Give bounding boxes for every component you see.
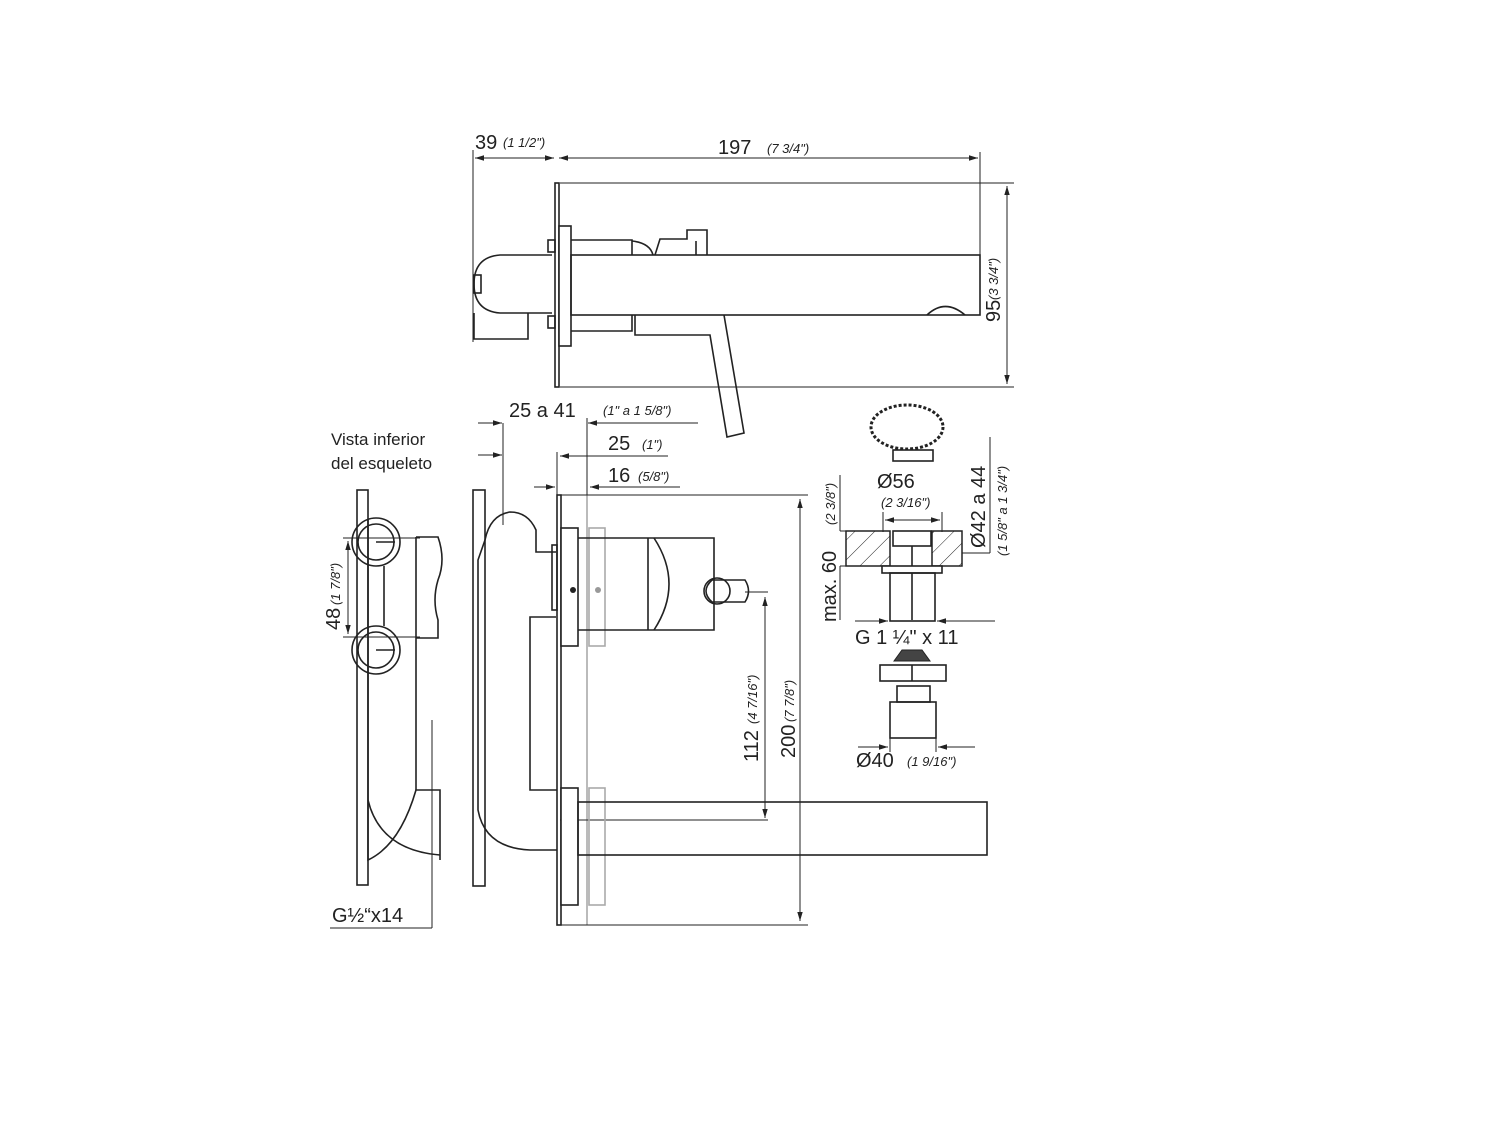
- nut-cap: [893, 649, 931, 662]
- dim-hole-imperial: (1 5/8" a 1 3/4"): [995, 466, 1010, 556]
- dim-25a41-imperial: (1" a 1 5/8"): [603, 403, 672, 418]
- drain-body: [889, 572, 936, 622]
- dim-39-value: 39: [475, 132, 497, 154]
- mounting-strip-side: [472, 489, 486, 887]
- dim-56-value: Ø56: [877, 471, 915, 493]
- dim-56-imperial: (2 3/16"): [881, 495, 930, 510]
- dim-48-imperial: (1 7/8"): [328, 563, 343, 605]
- drain-cap: [869, 403, 945, 451]
- dim-112-value: 112: [741, 730, 763, 762]
- aerator: [926, 305, 966, 316]
- rosette-spout: [560, 787, 579, 906]
- dim-95-value: 95: [983, 300, 1005, 322]
- skeleton-title-line1: Vista inferior: [331, 430, 426, 449]
- valve-body-back: [473, 254, 552, 314]
- lever-handle: [634, 314, 745, 438]
- dim-25-value: 25: [608, 433, 630, 455]
- dim-197-imperial: (7 3/4"): [767, 141, 809, 156]
- skeleton-title-line2: del esqueleto: [331, 454, 432, 473]
- dim-48-value: 48: [323, 608, 345, 630]
- mounting-strip: [356, 489, 369, 886]
- front-view-dims: 25 a 41 (1" a 1 5/8") 25 (1") 16 (5/8"): [478, 400, 698, 525]
- handle-body: [653, 537, 670, 631]
- skeleton-thread-label: G½“x14: [332, 905, 403, 927]
- rosette-front: [560, 527, 579, 647]
- drain-tail: [889, 701, 937, 739]
- dim-16-imperial: (5/8"): [638, 469, 669, 484]
- front-view: 200 (7 7/8") 112 (4 7/16"): [472, 489, 988, 926]
- drain-view: Ø56 (2 3/16") max. 60 (2 3/8") Ø42 a 44 …: [819, 403, 1010, 772]
- spout-front: [577, 801, 988, 856]
- drain-thread-label: G 1 ¼" x 11: [855, 627, 958, 649]
- dim-max60-value: max. 60: [819, 551, 841, 622]
- spout: [570, 254, 981, 316]
- dim-hole-value: Ø42 a 44: [968, 466, 990, 548]
- countertop-section: [845, 530, 891, 567]
- dim-max60-imperial: (2 3/8"): [823, 483, 838, 525]
- dim-25-imperial: (1"): [642, 437, 663, 452]
- inlet-ring-cold: [351, 625, 401, 675]
- dim-200-imperial: (7 7/8"): [782, 680, 797, 722]
- rosette: [558, 225, 572, 347]
- skeleton-view: Vista inferior del esqueleto 48 (1 7/8")…: [323, 430, 443, 929]
- dim-112-imperial: (4 7/16"): [745, 675, 760, 724]
- inlet-ring-hot: [351, 517, 401, 567]
- dim-39-imperial: (1 1/2"): [503, 135, 545, 150]
- dim-200-value: 200: [778, 725, 800, 758]
- dim-40-value: Ø40: [856, 750, 894, 772]
- dim-95-imperial: (3 3/4"): [986, 258, 1001, 300]
- dim-40-imperial: (1 9/16"): [907, 754, 956, 769]
- top-view: 39 (1 1/2") 197 (7 3/4") 95 (3 3/4"): [472, 132, 1014, 438]
- wall-line-front: [556, 494, 562, 926]
- dim-16-value: 16: [608, 465, 630, 487]
- lever-knob: [705, 579, 750, 603]
- dim-25a41-value: 25 a 41: [509, 400, 576, 422]
- dim-197-value: 197: [718, 137, 751, 159]
- lock-nut: [879, 664, 947, 682]
